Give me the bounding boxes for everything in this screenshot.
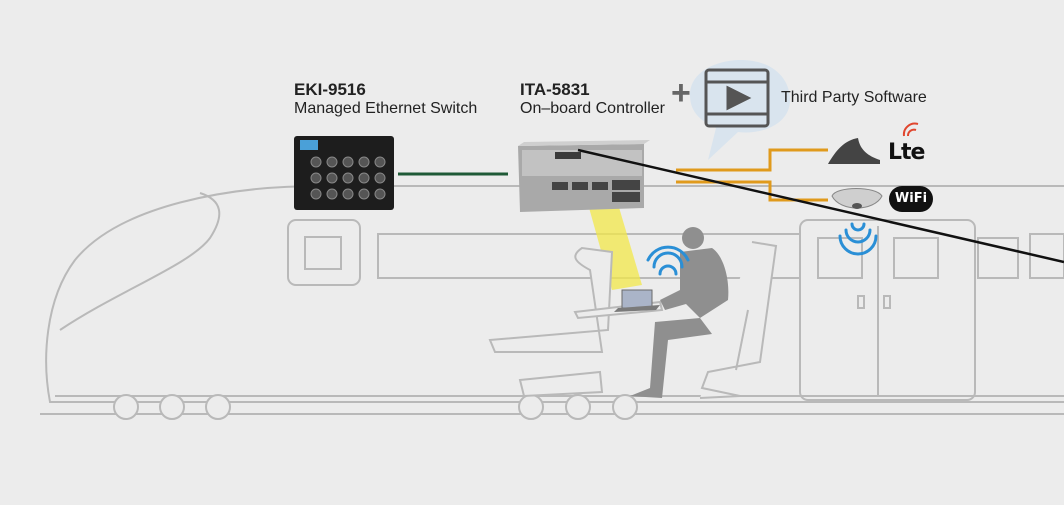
video-play-icon xyxy=(704,68,770,128)
speech-bubble xyxy=(690,60,790,160)
dome-antenna-icon xyxy=(831,188,883,209)
lte-signal-icon xyxy=(902,122,919,137)
switch-label: EKI-9516 Managed Ethernet Switch xyxy=(294,80,477,118)
projection-beam xyxy=(588,204,642,290)
pointer-line xyxy=(577,148,1064,264)
controller-description: On–board Controller xyxy=(520,99,665,117)
wifi-signal-icon xyxy=(838,222,878,256)
shark-fin-antenna-icon xyxy=(828,138,880,164)
seats xyxy=(488,241,778,399)
wifi-logo-icon: WiFi xyxy=(889,186,933,212)
laptop-icon xyxy=(614,289,660,312)
third-party-software-label: Third Party Software xyxy=(781,89,927,106)
ita-5831-controller xyxy=(518,140,650,212)
train-body xyxy=(45,185,1064,403)
eki-9516-switch xyxy=(294,136,394,210)
antenna-cables xyxy=(676,148,828,202)
train-windows xyxy=(287,219,1064,401)
controller-model: ITA-5831 xyxy=(520,80,590,99)
switch-description: Managed Ethernet Switch xyxy=(294,99,478,117)
wifi-signal-icon xyxy=(646,245,690,276)
lte-logo-icon: Lte xyxy=(888,140,925,165)
switch-model: EKI-9516 xyxy=(294,80,366,99)
passenger-icon xyxy=(630,227,729,398)
plus-sign: + xyxy=(671,74,691,112)
controller-label: ITA-5831 On–board Controller xyxy=(520,80,665,118)
train-wheels xyxy=(113,394,638,420)
